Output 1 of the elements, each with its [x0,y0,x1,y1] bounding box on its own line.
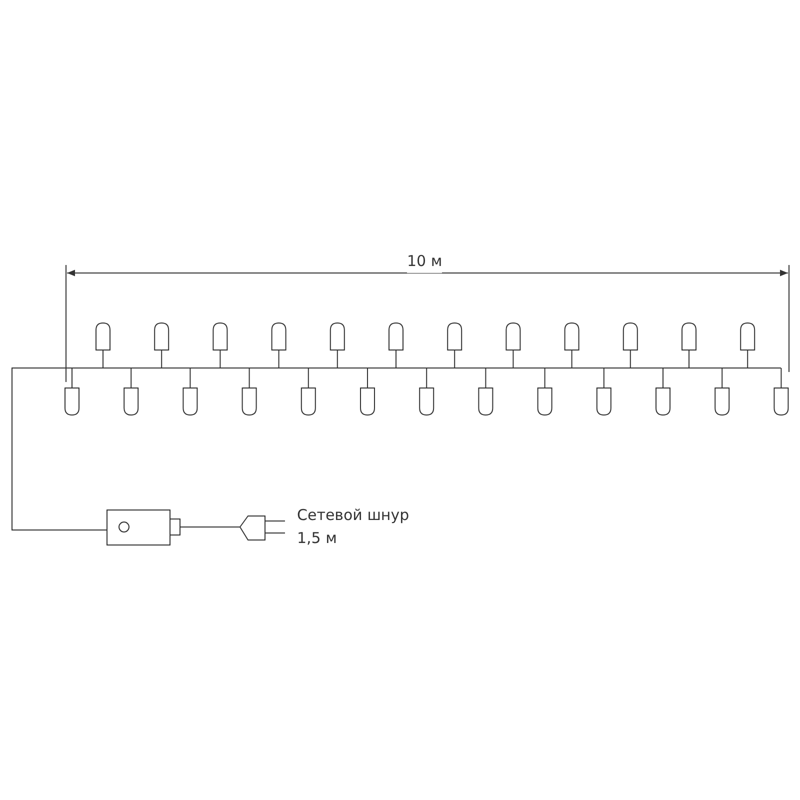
cord-length-note: Сетевой шнур 1,5 м [297,505,410,549]
